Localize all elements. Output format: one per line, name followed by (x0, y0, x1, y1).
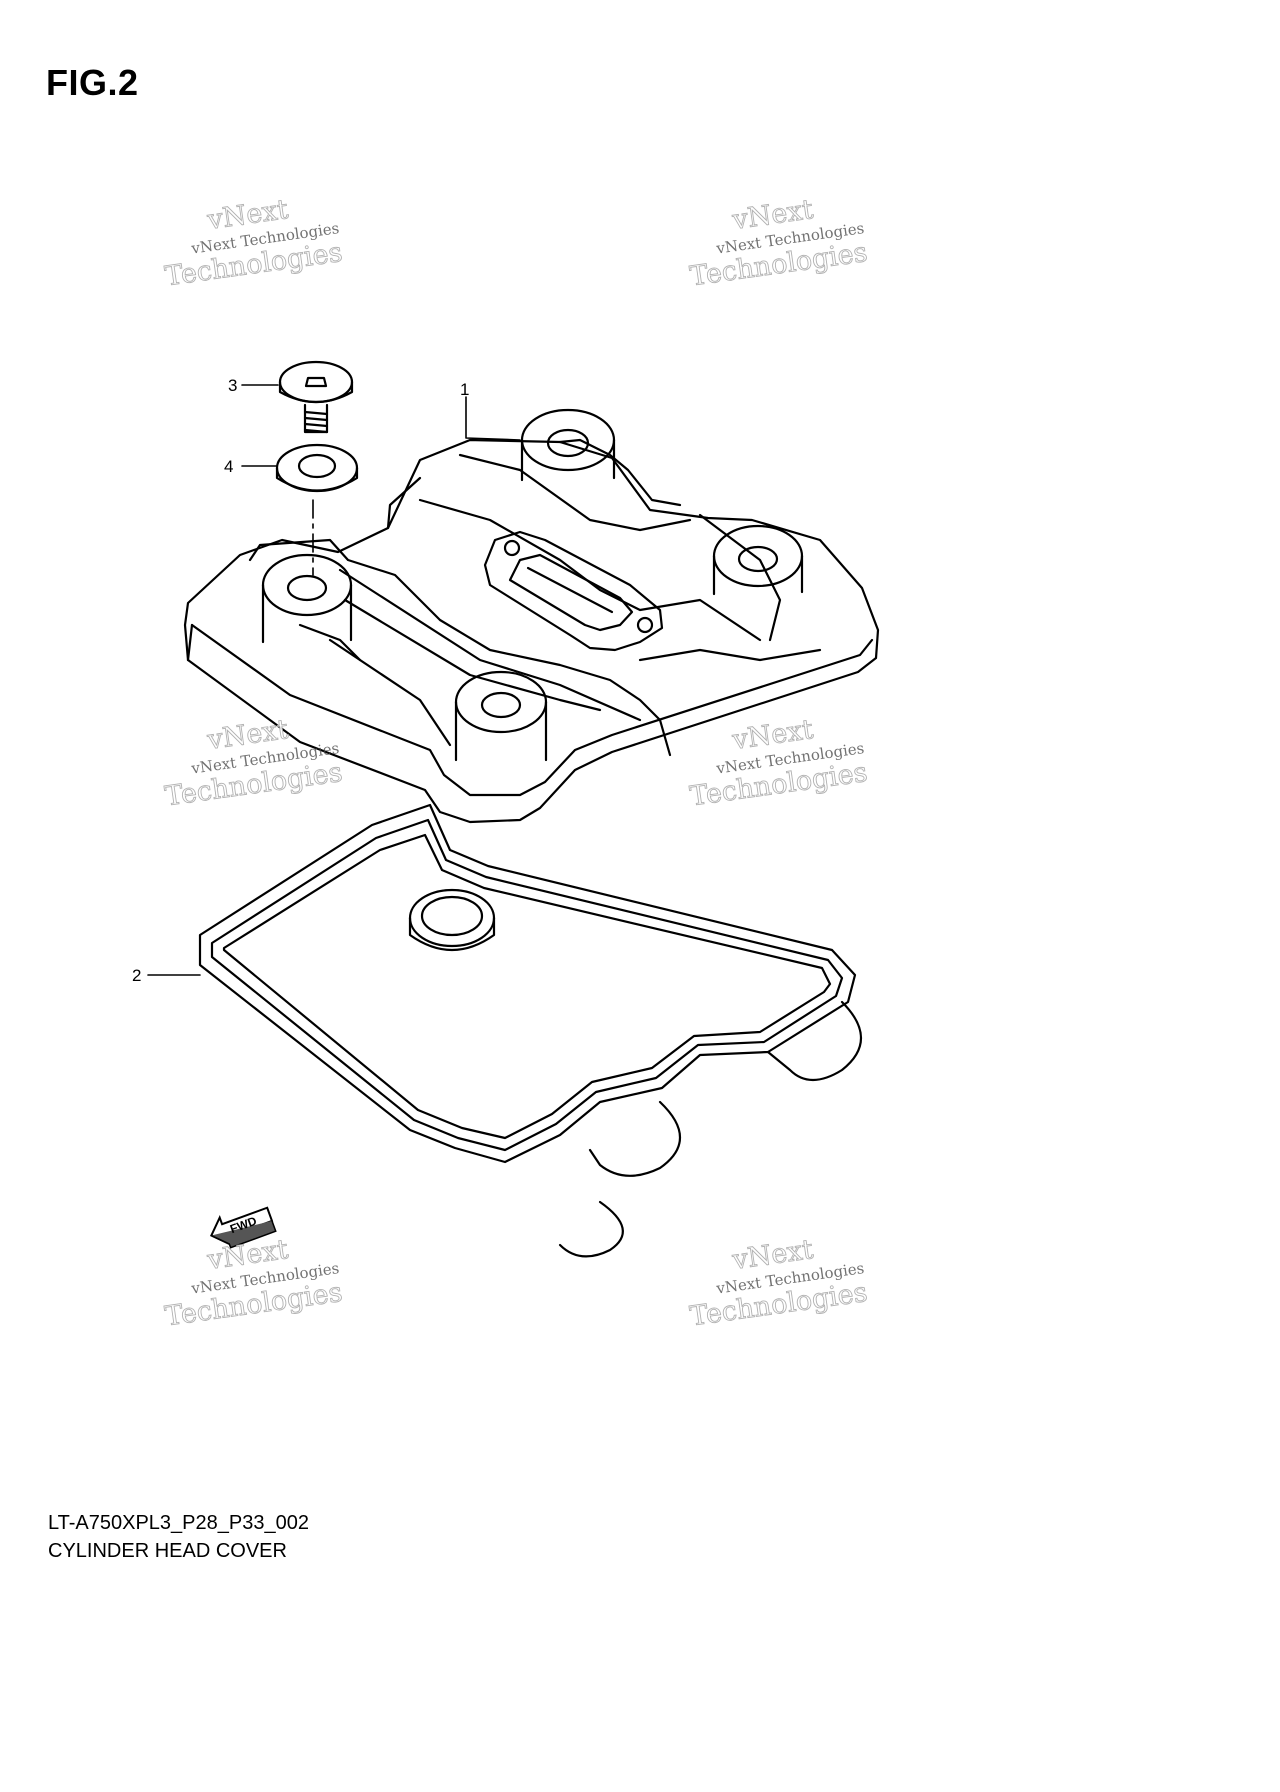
half-moon-tab-right (766, 1000, 863, 1082)
watermark-top-left: vNext vNext Technologies Technologies (163, 194, 345, 293)
callout-4: 4 (224, 457, 233, 476)
bolt-boss-front-right (454, 670, 548, 762)
cylinder-head-cover-gasket[interactable] (198, 803, 863, 1258)
watermark-bottom-right: vNext vNext Technologies Technologies (688, 1234, 870, 1333)
callout-2: 2 (132, 966, 141, 985)
diagram-name: CYLINDER HEAD COVER (48, 1540, 287, 1562)
figure-title: FIG.2 (46, 62, 139, 103)
callout-3: 3 (228, 376, 237, 395)
half-moon-tab-left (588, 1100, 682, 1177)
breather-plate (483, 530, 664, 652)
leader-line-1 (465, 396, 521, 441)
cover-bolt[interactable] (278, 360, 354, 434)
cover-bolt-washer[interactable] (275, 443, 359, 493)
watermark-mid-right: vNext vNext Technologies Technologies (688, 714, 870, 813)
watermark-bottom-left: vNext vNext Technologies Technologies (163, 1234, 345, 1333)
bolt-boss-rear-left (520, 408, 616, 482)
watermark-top-right: vNext vNext Technologies Technologies (688, 194, 870, 293)
bolt-boss-front-left (261, 553, 353, 644)
cylinder-head-cover[interactable] (183, 408, 880, 824)
spark-plug-seal (408, 888, 496, 952)
callout-1: 1 (460, 380, 469, 399)
watermark-mid-left: vNext vNext Technologies Technologies (163, 714, 345, 813)
bolt-boss-rear-right (712, 524, 804, 596)
fwd-marker: FWD (209, 1206, 277, 1249)
diagram-code: LT-A750XPL3_P28_P33_002 (48, 1512, 309, 1534)
